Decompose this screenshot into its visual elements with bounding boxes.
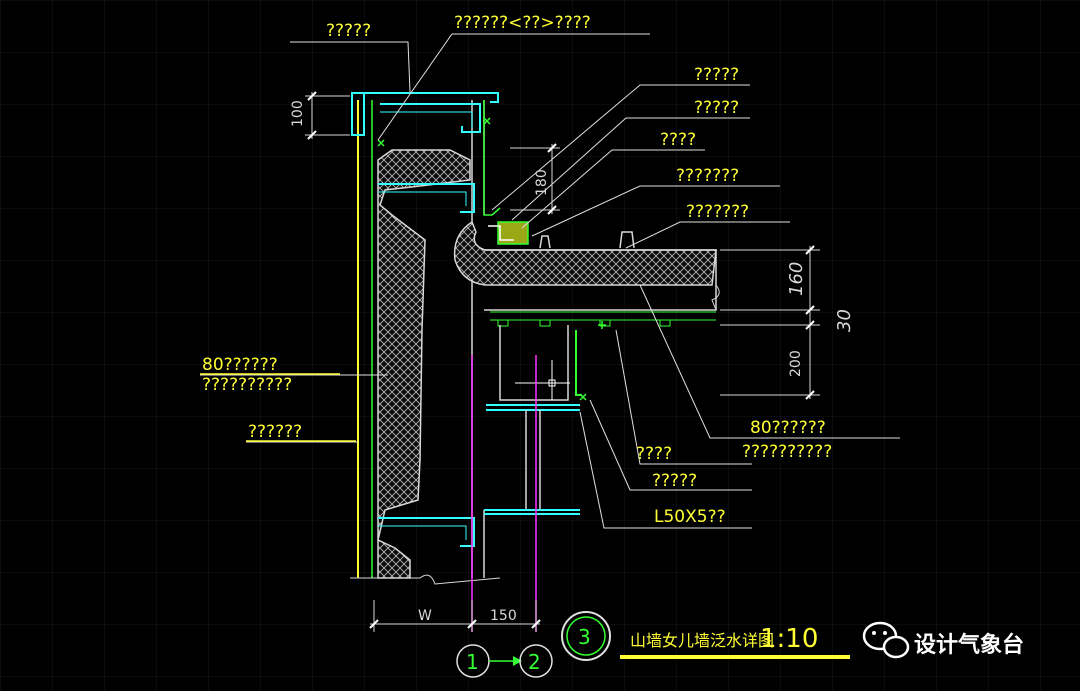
- label-left1a: 80??????: [202, 355, 278, 375]
- label-roof1a: 80??????: [750, 418, 826, 438]
- label-top-right: ??????<??>????: [454, 13, 591, 33]
- axis-arrow: [513, 656, 522, 666]
- wall-assembly: [350, 92, 501, 585]
- label-left2: ??????: [248, 422, 302, 442]
- roof-purlin: [490, 311, 716, 321]
- flashing-line: [483, 100, 501, 216]
- label-r2: ?????: [694, 98, 739, 118]
- axis-bubble-2: 2: [519, 644, 553, 678]
- label-roof1b: ??????????: [742, 442, 832, 462]
- label-underlines: [200, 373, 356, 442]
- label-b2: ?????: [652, 471, 697, 491]
- detail-title: 3 山墙女儿墙泛水详图 1:10: [561, 611, 850, 661]
- label-b1: ????: [636, 444, 672, 464]
- steel-column: [499, 325, 569, 401]
- purlin-bottom: [378, 517, 475, 547]
- label-left1b: ??????????: [202, 375, 292, 395]
- dim-180: 180: [534, 169, 550, 196]
- leader-lines: [200, 33, 900, 529]
- detail-scale: 1:10: [760, 624, 818, 654]
- roof-assembly: [453, 100, 720, 515]
- purlin-top: [380, 103, 481, 133]
- dimension-ticks: [307, 91, 815, 629]
- label-r3: ????: [660, 130, 696, 150]
- label-angle: L50X5??: [654, 507, 726, 527]
- label-r4: ???????: [676, 166, 739, 186]
- sealant: [497, 221, 529, 245]
- dim-30: 30: [834, 309, 855, 332]
- dim-100: 100: [290, 100, 306, 127]
- roof-sheet: [484, 249, 717, 311]
- wechat-icon: [862, 621, 910, 659]
- detail-title-text: 山墙女儿墙泛水详图: [630, 631, 774, 650]
- roof-insulation-panel: [453, 220, 717, 286]
- dim-200: 200: [788, 350, 804, 377]
- watermark-text: 设计气象台: [914, 632, 1024, 658]
- detail-number: 3: [578, 625, 591, 649]
- cap-flashing: [352, 92, 499, 103]
- dim-w: W: [418, 608, 432, 624]
- dim-160: 160: [786, 262, 807, 296]
- label-top-left: ?????: [326, 21, 371, 41]
- label-r1: ?????: [694, 65, 739, 85]
- label-r5: ???????: [686, 202, 749, 222]
- axis-label-1: 1: [466, 650, 479, 674]
- dim-150: 150: [490, 608, 517, 624]
- watermark: 设计气象台: [862, 621, 1024, 659]
- wall-insulation-panel: [377, 149, 471, 579]
- axis-label-2: 2: [528, 650, 541, 674]
- purlin-mid: [378, 183, 475, 213]
